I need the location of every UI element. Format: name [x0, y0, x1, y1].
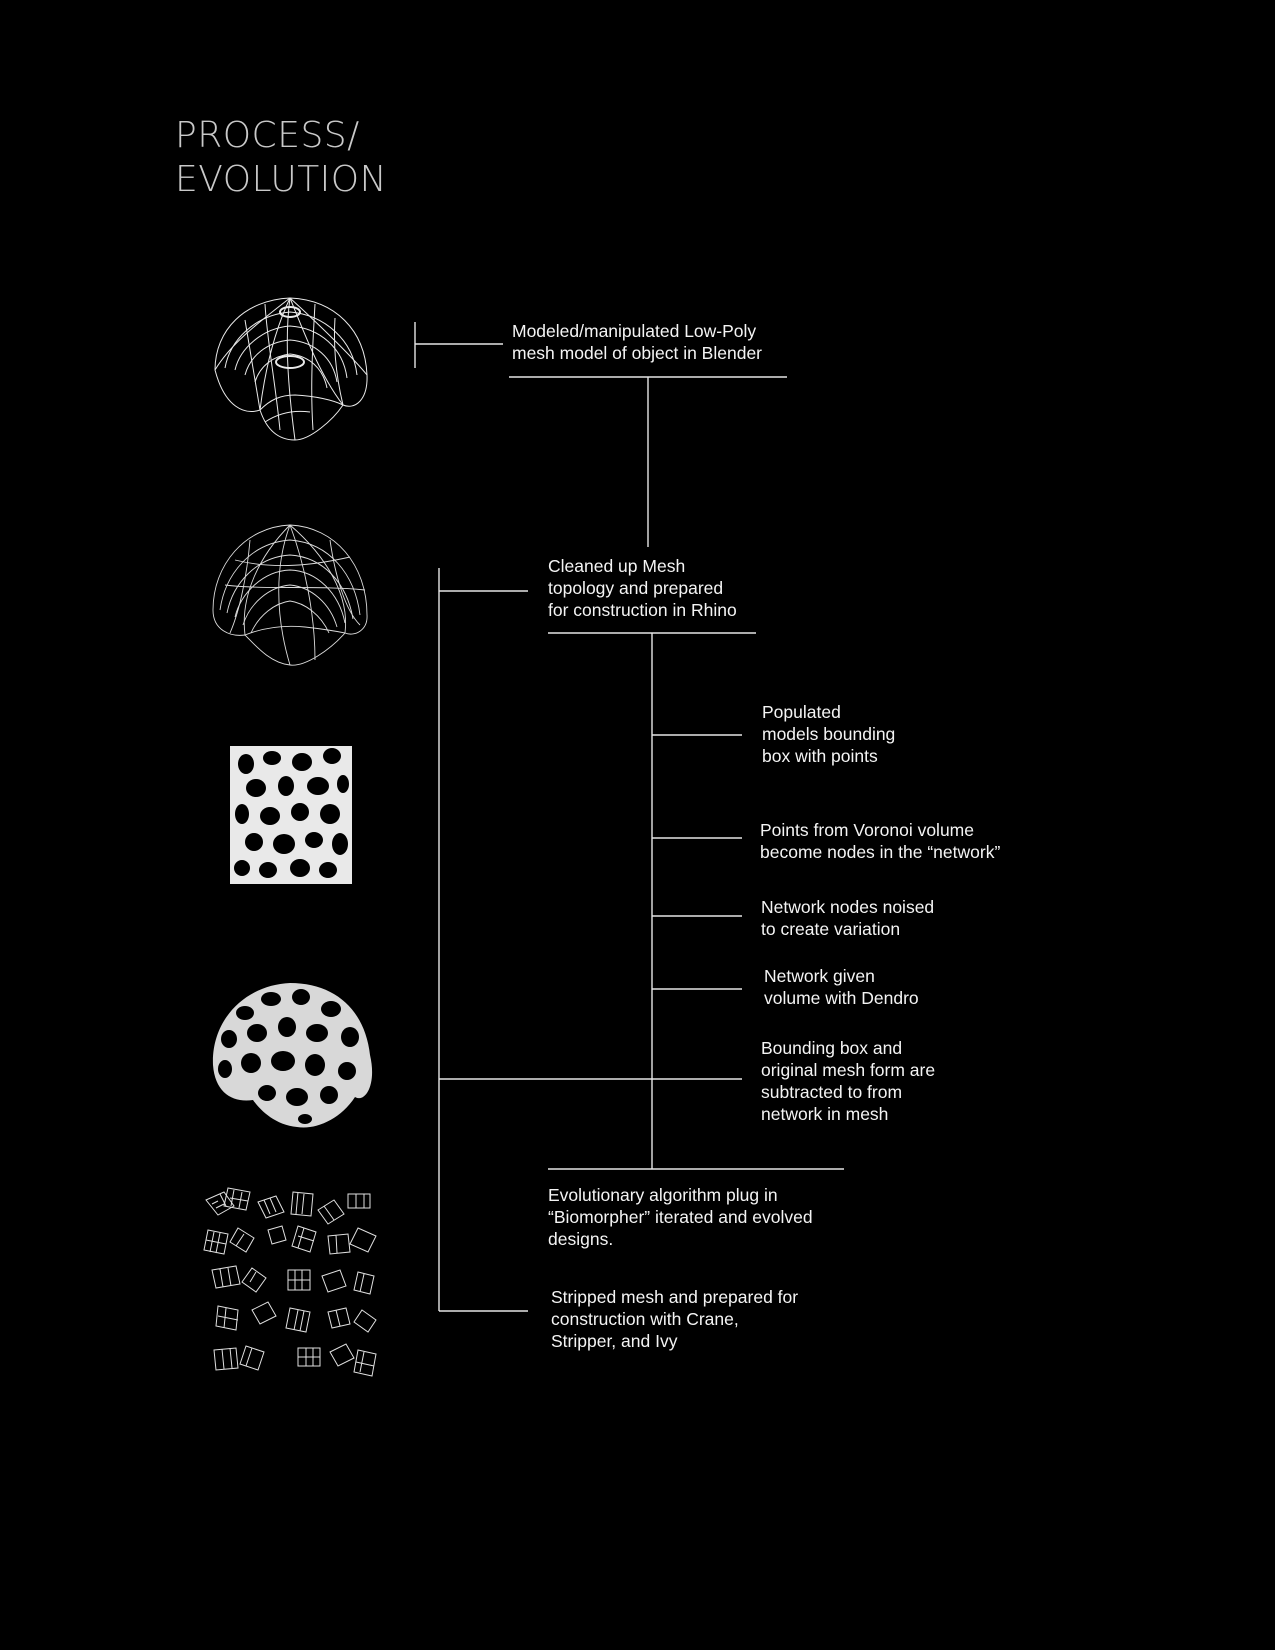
stripped-panels-icon	[203, 1187, 377, 1377]
cleaned-mesh-icon	[212, 524, 368, 666]
step-cleaned-mesh: Cleaned up Mesh topology and prepared fo…	[548, 556, 737, 620]
wireframe-mesh-icon	[214, 297, 368, 441]
step-bounding-subtract: Bounding box and original mesh form are …	[761, 1038, 936, 1124]
step-biomorpher: Evolutionary algorithm plug in “Biomorph…	[548, 1185, 813, 1249]
voronoi-block-icon	[230, 746, 352, 884]
voronoi-form-icon	[212, 983, 373, 1128]
step-voronoi-nodes: Points from Voronoi volume become nodes …	[760, 820, 1001, 862]
step-modeled-mesh: Modeled/manipulated Low-Poly mesh model …	[512, 321, 762, 363]
page-title: PROCESS/ EVOLUTION	[175, 114, 387, 202]
step-stripped-mesh: Stripped mesh and prepared for construct…	[551, 1287, 799, 1351]
step-dendro-volume: Network given volume with Dendro	[764, 966, 919, 1008]
step-noised-nodes: Network nodes noised to create variation	[761, 897, 935, 939]
step-populated-points: Populated models bounding box with point…	[762, 702, 896, 766]
title-line-2: EVOLUTION	[175, 159, 388, 200]
title-line-1: PROCESS/	[175, 115, 360, 156]
